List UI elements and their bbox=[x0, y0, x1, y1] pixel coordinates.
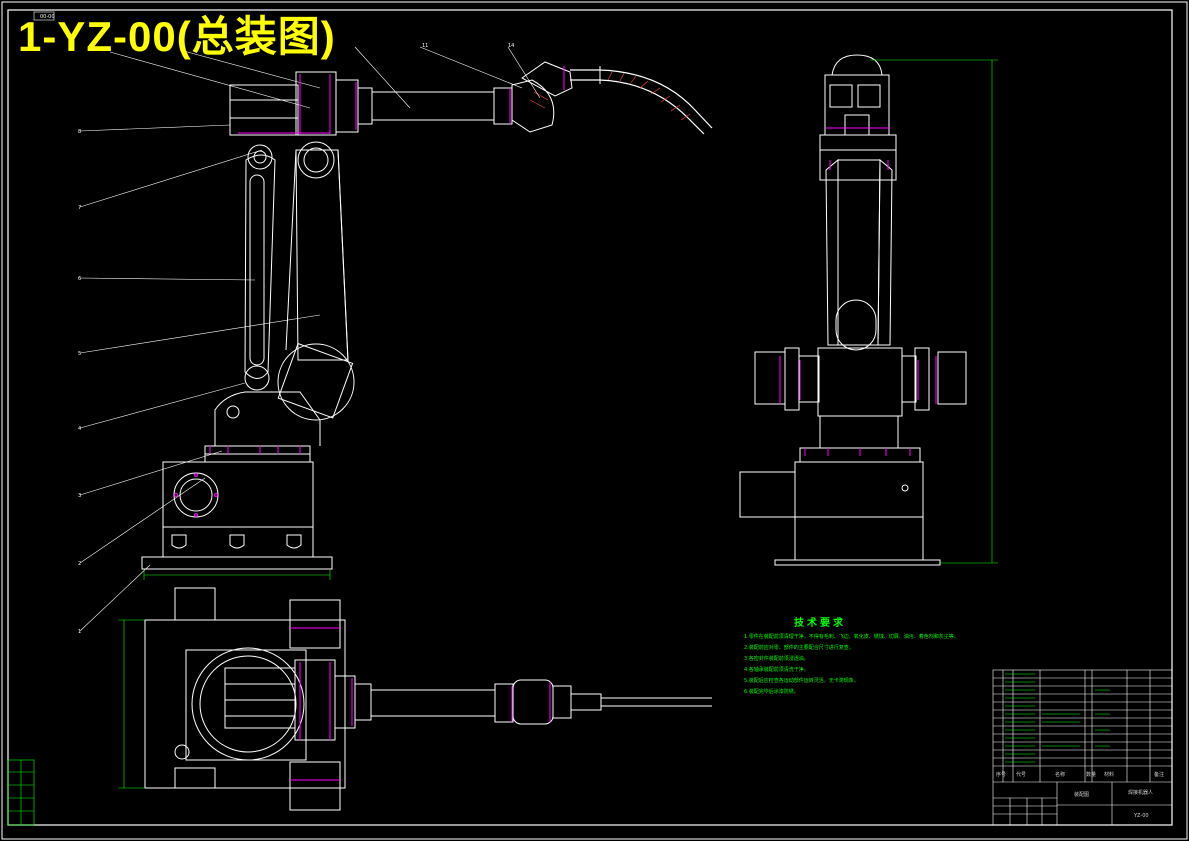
technical-requirement-item: 1.零件在装配前须清理干净，不得有毛刺、飞边、氧化皮、锈蚀、切屑、油污、着色剂和… bbox=[744, 634, 959, 640]
title-block bbox=[992, 669, 1173, 826]
side-dimension bbox=[870, 59, 998, 564]
side-view-fasteners bbox=[779, 127, 937, 456]
torch-hatch bbox=[529, 71, 691, 121]
leader-lines bbox=[79, 46, 541, 632]
svg-text:14: 14 bbox=[508, 43, 514, 49]
svg-text:1: 1 bbox=[78, 629, 81, 635]
parts-col-remark: 备注 bbox=[1154, 772, 1165, 778]
top-dimension bbox=[118, 619, 145, 789]
svg-text:7: 7 bbox=[78, 205, 81, 211]
side-view bbox=[739, 54, 967, 566]
front-view bbox=[141, 61, 713, 570]
technical-requirement-item: 6.装配完毕后涂漆防锈。 bbox=[744, 689, 799, 695]
technical-requirements-list: 1.零件在装配前须清理干净，不得有毛刺、飞边、氧化皮、锈蚀、切屑、油污、着色剂和… bbox=[744, 632, 974, 698]
corner-tag-box bbox=[33, 11, 55, 21]
technical-requirements-heading: 技术要求 bbox=[794, 618, 846, 629]
technical-requirement-item: 4.各轴承装配前须清洗干净。 bbox=[744, 667, 809, 673]
svg-text:3: 3 bbox=[78, 493, 81, 499]
parts-col-code: 代号 bbox=[1016, 772, 1027, 778]
front-dimension bbox=[143, 570, 331, 580]
svg-text:4: 4 bbox=[78, 426, 81, 432]
svg-text:11: 11 bbox=[422, 43, 428, 49]
balloon-marks: 1 2 3 4 5 6 7 8 11 14 bbox=[78, 43, 514, 635]
parts-col-index: 序号 bbox=[996, 772, 1007, 778]
parts-col-qty: 数量 bbox=[1086, 772, 1097, 778]
drawing-title: 1-YZ-00(总装图) bbox=[18, 13, 336, 60]
technical-requirement-item: 2.装配前应对零、部件的主要配合尺寸进行复查。 bbox=[744, 645, 854, 651]
binding-strip bbox=[7, 759, 35, 826]
parts-col-name: 名称 bbox=[1055, 772, 1066, 778]
parts-col-material: 材料 bbox=[1104, 772, 1115, 778]
corner-tag: 00-00 bbox=[40, 14, 55, 20]
svg-text:6: 6 bbox=[78, 276, 81, 282]
inner-frame bbox=[7, 9, 1173, 826]
svg-text:2: 2 bbox=[78, 561, 81, 567]
svg-text:8: 8 bbox=[78, 129, 81, 135]
assembly-label: 装配图 bbox=[1074, 792, 1090, 798]
technical-requirement-item: 3.各密封件装配前须浸透油。 bbox=[744, 656, 809, 662]
fastener-marks bbox=[174, 66, 565, 517]
technical-requirement-item: 5.装配后应检查各运动部件运转灵活，无卡滞现象。 bbox=[744, 678, 859, 684]
drawing-number: YZ-00 bbox=[1134, 813, 1149, 819]
top-view bbox=[144, 587, 712, 811]
svg-text:5: 5 bbox=[78, 351, 81, 357]
top-view-fasteners bbox=[290, 627, 551, 781]
drawing-name: 焊接机器人 bbox=[1128, 790, 1154, 796]
title-block-green bbox=[1005, 673, 1110, 763]
